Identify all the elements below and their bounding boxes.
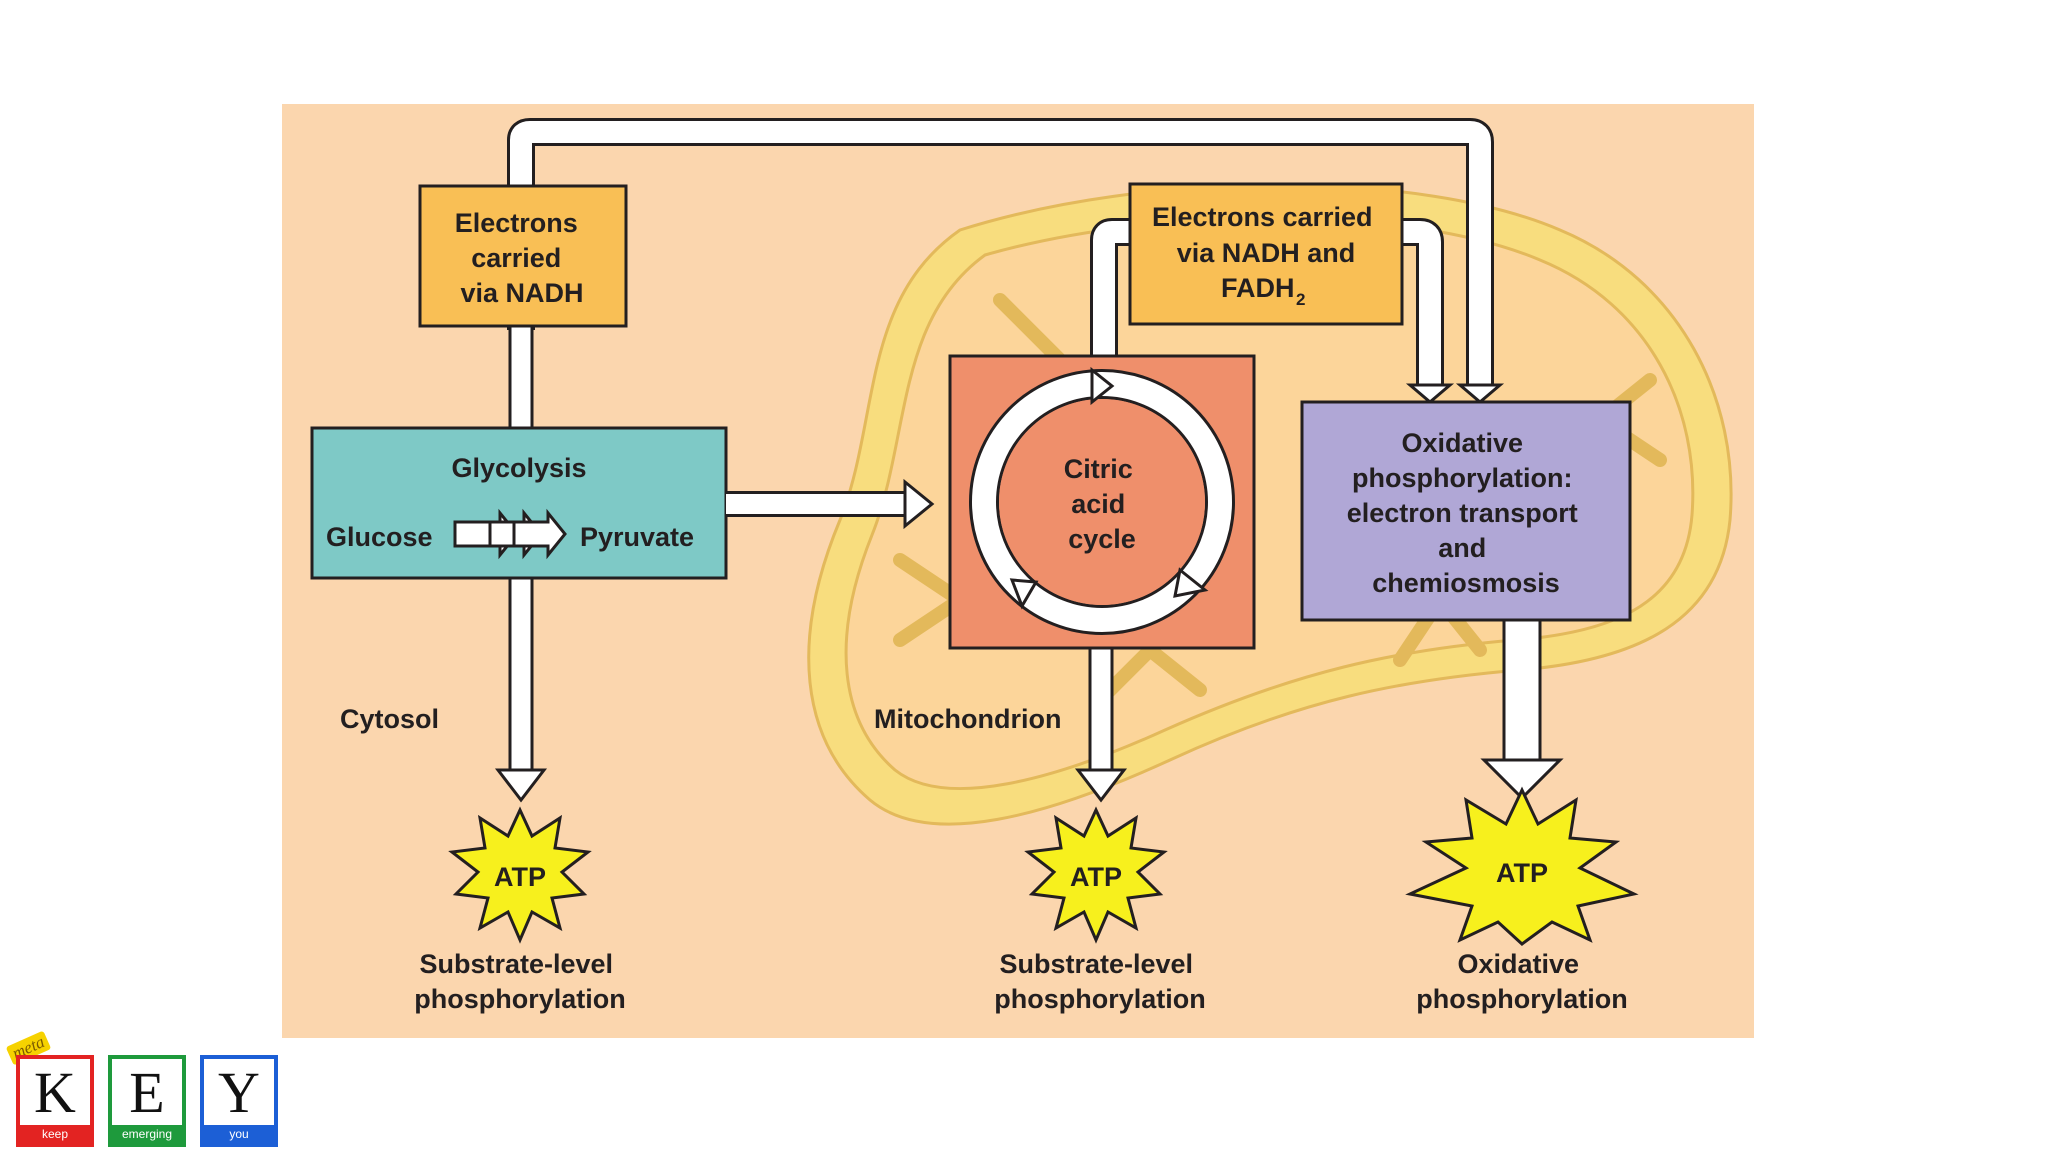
glycolysis-to-atp-arrow [508, 576, 534, 772]
atp-star-1 [448, 806, 592, 944]
atp-label-3: ATP [1496, 858, 1548, 888]
logo-letter-e: E emerging [108, 1055, 186, 1147]
glycolysis-box [310, 426, 728, 580]
arrowhead [494, 768, 548, 803]
svg-text:Substrate-level phosphoryl: Substrate-level phosphorylation [414, 949, 626, 1014]
arrowhead [1074, 768, 1128, 803]
oxidative-line2: phosphorylation: [1352, 463, 1572, 493]
logo-letter-k: K keep [16, 1055, 94, 1147]
glucose-label: Glucose [326, 522, 433, 552]
svg-text:Electrons carried via NADH: Electrons carried via NADH and [1152, 202, 1380, 268]
fadh-label: FADH [1221, 273, 1295, 303]
output-2-line1: Substrate-level [999, 949, 1193, 979]
oxidative-line1: Oxidative [1401, 428, 1523, 458]
electrons-nadh-line2: carried [471, 243, 561, 273]
logo-word: emerging [112, 1125, 182, 1143]
logo-letter: E [129, 1060, 165, 1125]
logo-letter: Y [218, 1060, 260, 1125]
electrons-nadh-fadh-box [1128, 182, 1404, 326]
arrowhead [1405, 383, 1455, 404]
mitochondrion-label: Mitochondrion [874, 704, 1061, 734]
output-3-line2: phosphorylation [1416, 984, 1628, 1014]
svg-text:Electrons carried via: Electrons carried via NADH [455, 208, 586, 308]
logo-letter-y: Y you [200, 1055, 278, 1147]
logo-word: keep [20, 1125, 90, 1143]
fadh-subscript: 2 [1296, 290, 1305, 309]
electrons-nadh-fadh-line2: via NADH and [1177, 238, 1356, 268]
electrons-nadh-line3: via NADH [460, 278, 583, 308]
atp-label-2: ATP [1070, 862, 1122, 892]
oxidative-line5: chemiosmosis [1372, 568, 1560, 598]
oxidative-phosphorylation-box [1300, 400, 1632, 622]
output-1-line1: Substrate-level [419, 949, 613, 979]
arrowhead [903, 478, 935, 530]
cycle-arrowhead-right [1173, 567, 1209, 598]
atp-star-3 [1405, 786, 1639, 946]
cycle-arrowhead-top [1090, 366, 1115, 406]
cytosol-label: Cytosol [340, 704, 439, 734]
electrons-nadh-line1: Electrons [455, 208, 578, 238]
oxidative-to-atp-arrow [1502, 618, 1542, 762]
output-1-line2: phosphorylation [414, 984, 626, 1014]
citric-to-atp-arrow [1088, 646, 1114, 772]
citric-line2: acid [1071, 489, 1125, 519]
atp-star-2 [1024, 806, 1168, 944]
svg-text:Substrate-level phosphoryl: Substrate-level phosphorylation [994, 949, 1206, 1014]
electrons-nadh-box [418, 184, 628, 328]
oxidative-line4: and [1438, 533, 1486, 563]
cycle-arrowhead-left [1009, 578, 1039, 610]
output-2-line2: phosphorylation [994, 984, 1206, 1014]
citric-line3: cycle [1068, 524, 1136, 554]
logo-letter: K [34, 1060, 76, 1125]
svg-text:Citric acid cycle: Citric acid cycle [1064, 454, 1141, 554]
pyruvate-label: Pyruvate [580, 522, 694, 552]
glycolysis-title: Glycolysis [451, 453, 586, 483]
logo-word: you [204, 1125, 274, 1143]
glycolysis-triple-arrow [453, 508, 567, 560]
crista [1093, 640, 1207, 707]
arrowhead [1455, 383, 1505, 404]
output-3-line1: Oxidative [1457, 949, 1579, 979]
arrowhead [1480, 758, 1564, 801]
svg-text:Oxidative phosphorylation:: Oxidative phosphorylation: electron tran… [1347, 428, 1586, 598]
svg-text:Oxidative phosphorylation: Oxidative phosphorylation [1416, 949, 1628, 1014]
oxidative-line3: electron transport [1347, 498, 1578, 528]
atp-label-1: ATP [494, 862, 546, 892]
citric-line1: Citric [1064, 454, 1133, 484]
electrons-nadh-fadh-line1: Electrons carried [1152, 202, 1373, 232]
glycolysis-to-electrons-connector [508, 318, 534, 432]
